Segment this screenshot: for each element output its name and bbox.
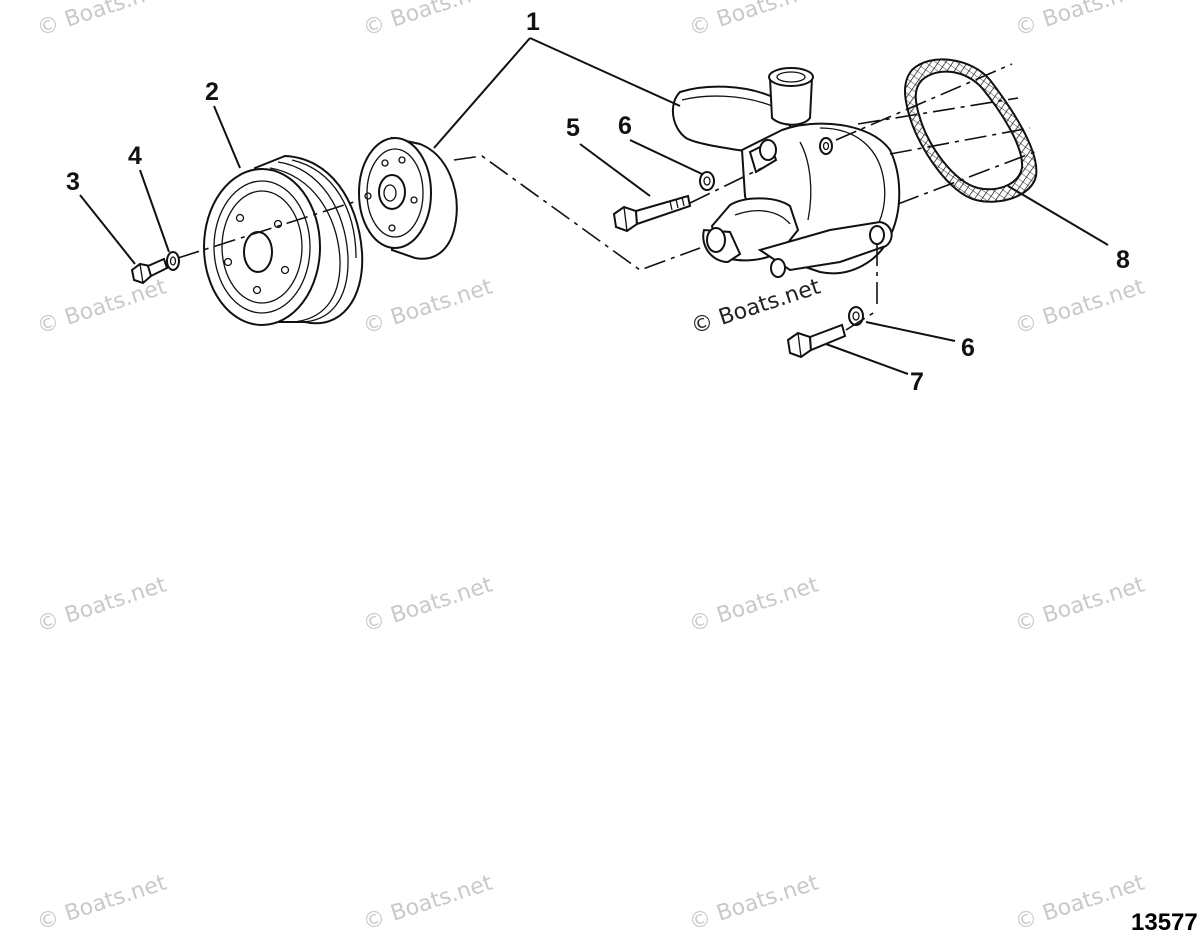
alignment-lines xyxy=(177,63,1041,331)
watermark: © Boats.net xyxy=(34,572,170,637)
pump-hub-flange[interactable] xyxy=(358,136,458,260)
watermark: © Boats.net xyxy=(686,0,822,42)
callout-4: 4 xyxy=(128,142,142,170)
callout-2: 2 xyxy=(205,78,219,106)
callout-7: 7 xyxy=(910,368,924,396)
leader-lines xyxy=(79,37,1109,375)
part-6-washer-upper[interactable] xyxy=(699,171,715,191)
part-4-lockwasher[interactable] xyxy=(166,251,180,271)
part-3-bolt[interactable] xyxy=(130,257,169,285)
part-7-bolt[interactable] xyxy=(786,323,847,359)
watermark: © Boats.net xyxy=(360,274,496,339)
part-5-bolt[interactable] xyxy=(612,194,692,233)
callout-5: 5 xyxy=(566,114,580,142)
callout-3: 3 xyxy=(66,168,80,196)
watermark: © Boats.net xyxy=(1012,0,1148,42)
watermark-center: © Boats.net xyxy=(688,274,824,339)
watermark: © Boats.net xyxy=(1012,870,1148,935)
part-6-washer-lower[interactable] xyxy=(848,306,864,326)
watermark: © Boats.net xyxy=(34,274,170,339)
watermark: © Boats.net xyxy=(1012,274,1148,339)
watermark: © Boats.net xyxy=(360,870,496,935)
callout-6-lower: 6 xyxy=(961,334,975,362)
callout-labels: 1 2 3 4 5 6 6 7 8 xyxy=(66,8,1130,396)
watermark: © Boats.net xyxy=(34,0,170,42)
watermark: © Boats.net xyxy=(686,870,822,935)
watermark: © Boats.net xyxy=(360,0,496,42)
watermark: © Boats.net xyxy=(686,572,822,637)
callout-8: 8 xyxy=(1116,246,1130,274)
part-2-pulley[interactable] xyxy=(203,154,364,326)
figure-number: 13577 xyxy=(1131,909,1198,936)
watermark: © Boats.net xyxy=(360,572,496,637)
watermark-layer: © Boats.net © Boats.net © Boats.net © Bo… xyxy=(34,0,1148,936)
callout-6-upper: 6 xyxy=(618,112,632,140)
watermark: © Boats.net xyxy=(34,870,170,935)
callout-1: 1 xyxy=(526,8,540,36)
watermark: © Boats.net xyxy=(1012,572,1148,637)
part-1-water-pump-body[interactable] xyxy=(671,67,901,278)
